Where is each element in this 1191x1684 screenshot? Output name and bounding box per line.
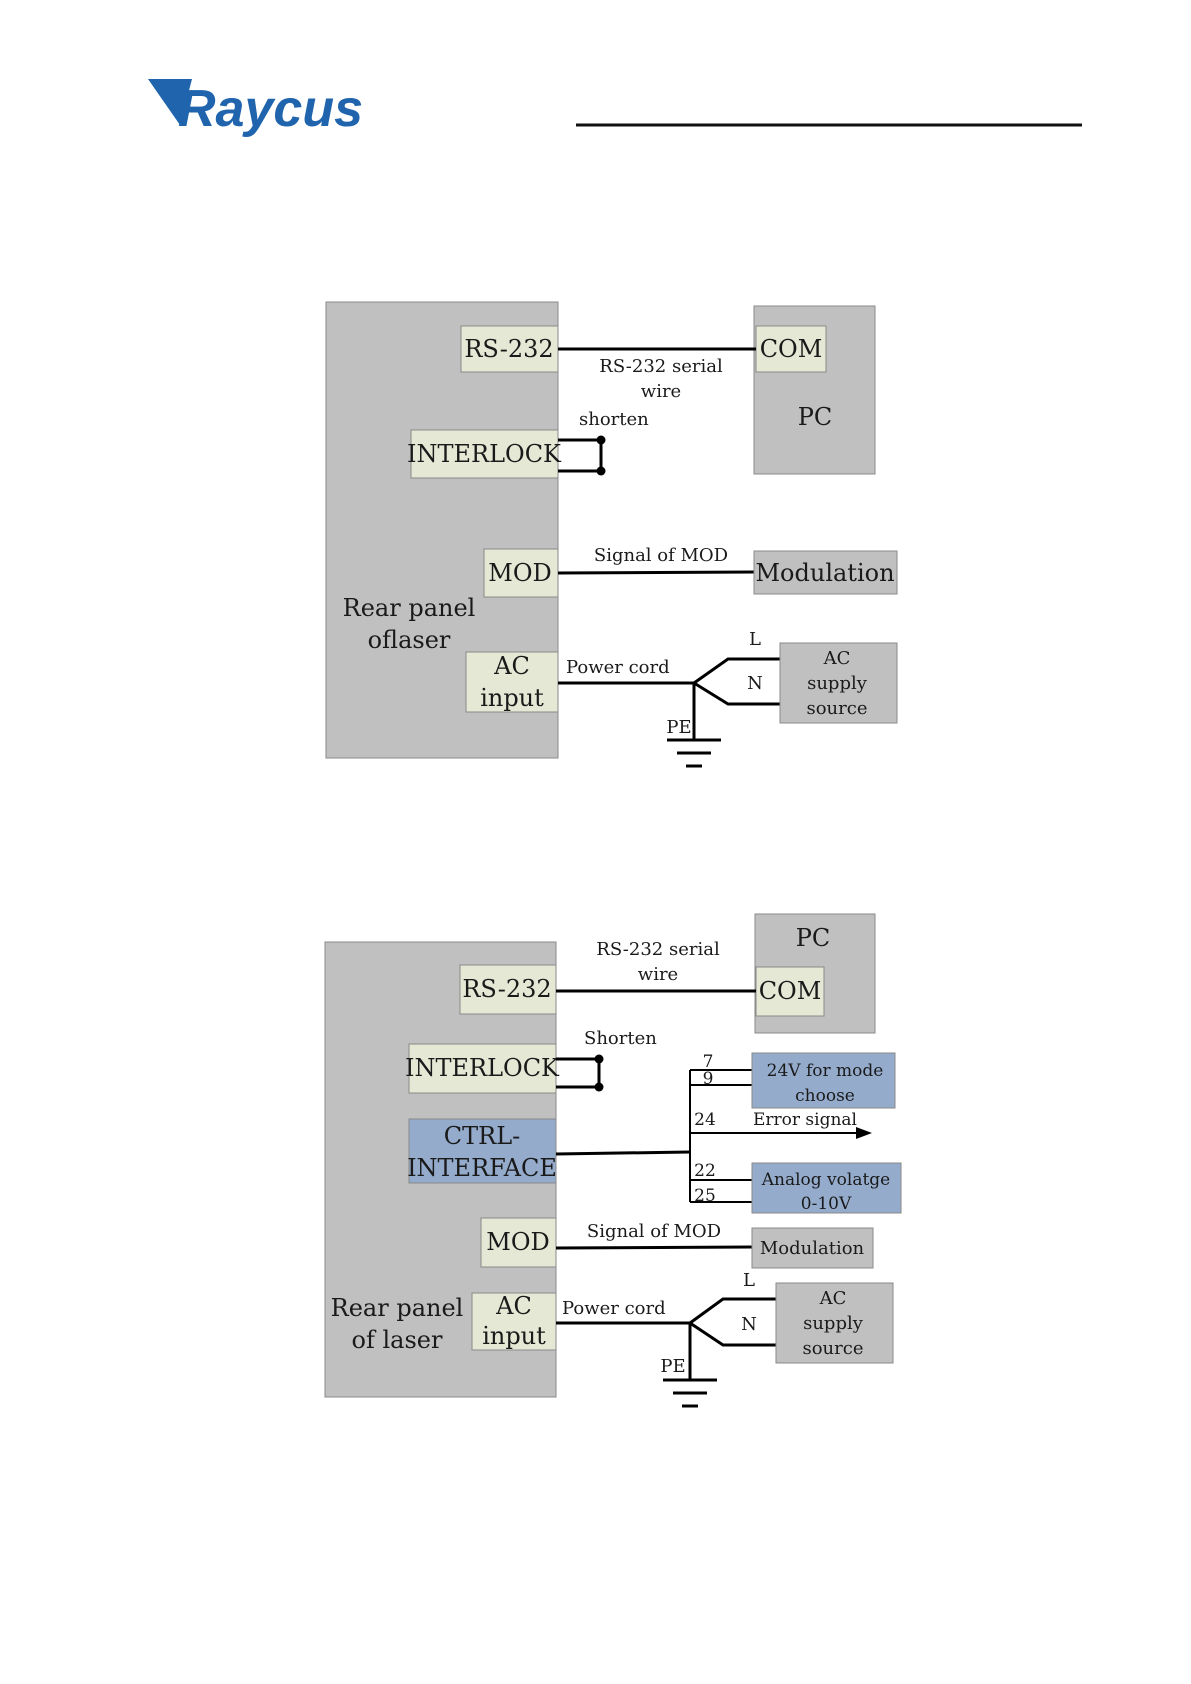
signal-of-mod-label: Signal of MOD <box>594 545 728 566</box>
serial-wire-label-line1: RS-232 serial <box>599 356 723 377</box>
l-label: L <box>743 1270 755 1291</box>
serial-wire-label-line1: RS-232 serial <box>596 939 720 960</box>
diagram-1: Rear panel oflaser RS-232 INTERLOCK MOD … <box>325 301 898 768</box>
com-port <box>755 325 827 373</box>
shorten-label: Shorten <box>584 1028 657 1049</box>
short-dot-bottom <box>596 466 606 476</box>
power-cord-label: Power cord <box>562 1298 666 1319</box>
ctrl-interface-wire <box>555 1150 691 1156</box>
ac-input-label-line1: AC <box>493 652 530 680</box>
mode-choose-label-line1: 24V for mode <box>767 1061 884 1081</box>
pc-label: PC <box>796 924 831 952</box>
ac-supply-label-line1: AC <box>819 1288 847 1309</box>
interlock-short-wire <box>556 1057 601 1089</box>
raycus-logo: Raycus <box>148 79 363 138</box>
error-signal-label: Error signal <box>753 1110 857 1130</box>
modulation-label: Modulation <box>755 559 894 587</box>
rear-panel-label-line2: oflaser <box>368 626 451 654</box>
com-port-label: COM <box>759 977 822 1005</box>
mod-signal-wire <box>557 570 755 575</box>
n-label: N <box>741 1314 757 1335</box>
ac-supply-label-line3: source <box>802 1338 863 1359</box>
ac-input-label-line1: AC <box>495 1292 532 1320</box>
rear-panel-label-line1: Rear panel <box>331 1294 464 1322</box>
neutral-wire <box>693 681 780 706</box>
rear-panel-label-line1: Rear panel <box>343 594 476 622</box>
com-port-label: COM <box>760 335 823 363</box>
short-dot-top <box>596 435 606 445</box>
analog-voltage-label-line1: Analog volatge <box>761 1170 891 1190</box>
rear-panel-label-line2: of laser <box>352 1326 443 1354</box>
ctrl-interface-port <box>408 1118 557 1184</box>
logo-text: Raycus <box>178 80 363 138</box>
modulation-label: Modulation <box>760 1238 865 1259</box>
interlock-port <box>408 1043 557 1094</box>
ctrl-interface-label-line1: CTRL- <box>444 1122 521 1150</box>
shorten-label: shorten <box>579 409 649 430</box>
pin7-label: 7 <box>703 1052 714 1072</box>
pin9-label: 9 <box>703 1069 714 1089</box>
signal-of-mod-label: Signal of MOD <box>587 1221 721 1242</box>
pe-label: PE <box>660 1356 685 1377</box>
n-label: N <box>747 673 763 694</box>
interlock-port-label: INTERLOCK <box>405 1054 560 1082</box>
modulation-box <box>751 1227 874 1269</box>
ac-supply-box <box>779 642 898 724</box>
analog-voltage-box <box>751 1162 902 1214</box>
com-port <box>755 966 825 1017</box>
diagram-2: Rear panel of laser RS-232 INTERLOCK CTR… <box>324 913 902 1408</box>
modulation-box <box>753 550 898 595</box>
mode-choose-box <box>751 1052 896 1109</box>
interlock-short-wire <box>558 438 603 473</box>
mod-signal-wire <box>555 1245 753 1250</box>
ac-supply-label-line3: source <box>806 698 867 719</box>
mod-port-label: MOD <box>488 559 552 587</box>
error-signal-arrow-icon <box>856 1127 872 1139</box>
l-label: L <box>749 629 761 650</box>
rs232-port <box>459 964 557 1015</box>
interlock-port-label: INTERLOCK <box>407 440 562 468</box>
ac-input-label-line2: input <box>480 684 544 712</box>
short-dot-bottom <box>594 1082 604 1092</box>
logo-mark-icon <box>148 79 192 125</box>
neutral-wire <box>689 1321 776 1347</box>
mod-port <box>483 548 559 598</box>
serial-wire-label-line2: wire <box>638 964 678 985</box>
ac-supply-label-line2: supply <box>807 673 868 694</box>
serial-wire-label-line2: wire <box>641 381 681 402</box>
pc-label: PC <box>798 403 833 431</box>
mod-port <box>480 1217 557 1268</box>
power-cord-label: Power cord <box>566 657 670 678</box>
short-dot-top <box>594 1054 604 1064</box>
pin25-label: 25 <box>694 1186 716 1206</box>
ctrl-interface-label-line2: INTERFACE <box>407 1154 557 1182</box>
pin24-label: 24 <box>694 1110 716 1130</box>
ac-supply-label-line1: AC <box>823 648 851 669</box>
pe-label: PE <box>666 717 691 738</box>
rs232-port-label: RS-232 <box>462 975 551 1003</box>
ac-input-label-line2: input <box>482 1322 546 1350</box>
pin22-label: 22 <box>694 1161 716 1181</box>
interlock-port <box>410 429 559 479</box>
mod-port-label: MOD <box>486 1228 550 1256</box>
mode-choose-label-line2: choose <box>795 1086 855 1106</box>
ac-supply-box <box>775 1282 894 1364</box>
ac-supply-label-line2: supply <box>803 1313 864 1334</box>
rs232-port-label: RS-232 <box>464 335 553 363</box>
live-wire <box>693 657 780 685</box>
analog-voltage-label-line2: 0-10V <box>801 1194 852 1214</box>
live-wire <box>689 1297 776 1325</box>
